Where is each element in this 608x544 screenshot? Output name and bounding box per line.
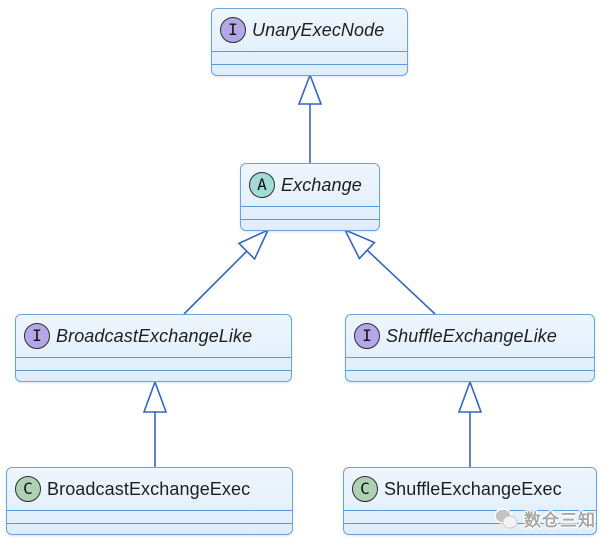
generalization-triangle-icon bbox=[237, 228, 270, 261]
edge-broadcastexchangeexec-to-broadcastexchangelike bbox=[142, 379, 168, 467]
generalization-triangle-icon bbox=[343, 228, 376, 260]
fields-compartment bbox=[7, 510, 292, 523]
class-name: BroadcastExchangeExec bbox=[47, 478, 251, 499]
interface-badge-icon: I bbox=[354, 323, 380, 349]
fields-compartment bbox=[212, 51, 407, 64]
class-title: I BroadcastExchangeLike bbox=[16, 315, 291, 357]
class-name: UnaryExecNode bbox=[252, 19, 385, 40]
class-title: C ShuffleExchangeExec bbox=[344, 468, 596, 510]
watermark: 数仓三知 bbox=[494, 506, 596, 531]
methods-compartment bbox=[212, 64, 407, 75]
class-name: Exchange bbox=[281, 174, 362, 195]
edge-exchange-to-unaryexecnode bbox=[297, 72, 323, 163]
class-name: BroadcastExchangeLike bbox=[56, 325, 253, 346]
generalization-triangle-icon bbox=[457, 379, 483, 413]
fields-compartment bbox=[16, 357, 291, 370]
edge-shuffleexchangelike-to-exchange bbox=[343, 228, 436, 315]
interface-badge-icon: I bbox=[24, 323, 50, 349]
fields-compartment bbox=[241, 206, 379, 219]
class-title: A Exchange bbox=[241, 164, 379, 206]
class-box-unary-exec-node: I UnaryExecNode bbox=[211, 8, 408, 76]
class-title: C BroadcastExchangeExec bbox=[7, 468, 292, 510]
class-title: I ShuffleExchangeLike bbox=[346, 315, 594, 357]
class-box-shuffle-exchange-exec: C ShuffleExchangeExec bbox=[343, 467, 597, 535]
class-title: I UnaryExecNode bbox=[212, 9, 407, 51]
class-badge-icon: C bbox=[352, 476, 378, 502]
methods-compartment bbox=[16, 370, 291, 381]
generalization-triangle-icon bbox=[142, 379, 168, 413]
abstract-badge-icon: A bbox=[249, 172, 275, 198]
class-name: ShuffleExchangeExec bbox=[384, 478, 562, 499]
methods-compartment bbox=[346, 370, 594, 381]
methods-compartment bbox=[344, 523, 596, 534]
edge-shuffleexchangeexec-to-shuffleexchangelike bbox=[457, 379, 483, 467]
class-badge-icon: C bbox=[15, 476, 41, 502]
watermark-text: 数仓三知 bbox=[524, 511, 596, 530]
watermark-logo-icon bbox=[494, 507, 518, 528]
class-box-exchange: A Exchange bbox=[240, 163, 380, 231]
class-name: ShuffleExchangeLike bbox=[386, 325, 558, 346]
methods-compartment bbox=[241, 219, 379, 230]
class-box-broadcast-exchange-exec: C BroadcastExchangeExec bbox=[6, 467, 293, 535]
fields-compartment bbox=[344, 510, 596, 523]
methods-compartment bbox=[7, 523, 292, 534]
class-box-shuffle-exchange-like: I ShuffleExchangeLike bbox=[345, 314, 595, 382]
interface-badge-icon: I bbox=[220, 17, 246, 43]
class-box-broadcast-exchange-like: I BroadcastExchangeLike bbox=[15, 314, 292, 382]
fields-compartment bbox=[346, 357, 594, 370]
edge-broadcastexchangelike-to-exchange bbox=[183, 228, 270, 315]
generalization-triangle-icon bbox=[297, 72, 323, 105]
